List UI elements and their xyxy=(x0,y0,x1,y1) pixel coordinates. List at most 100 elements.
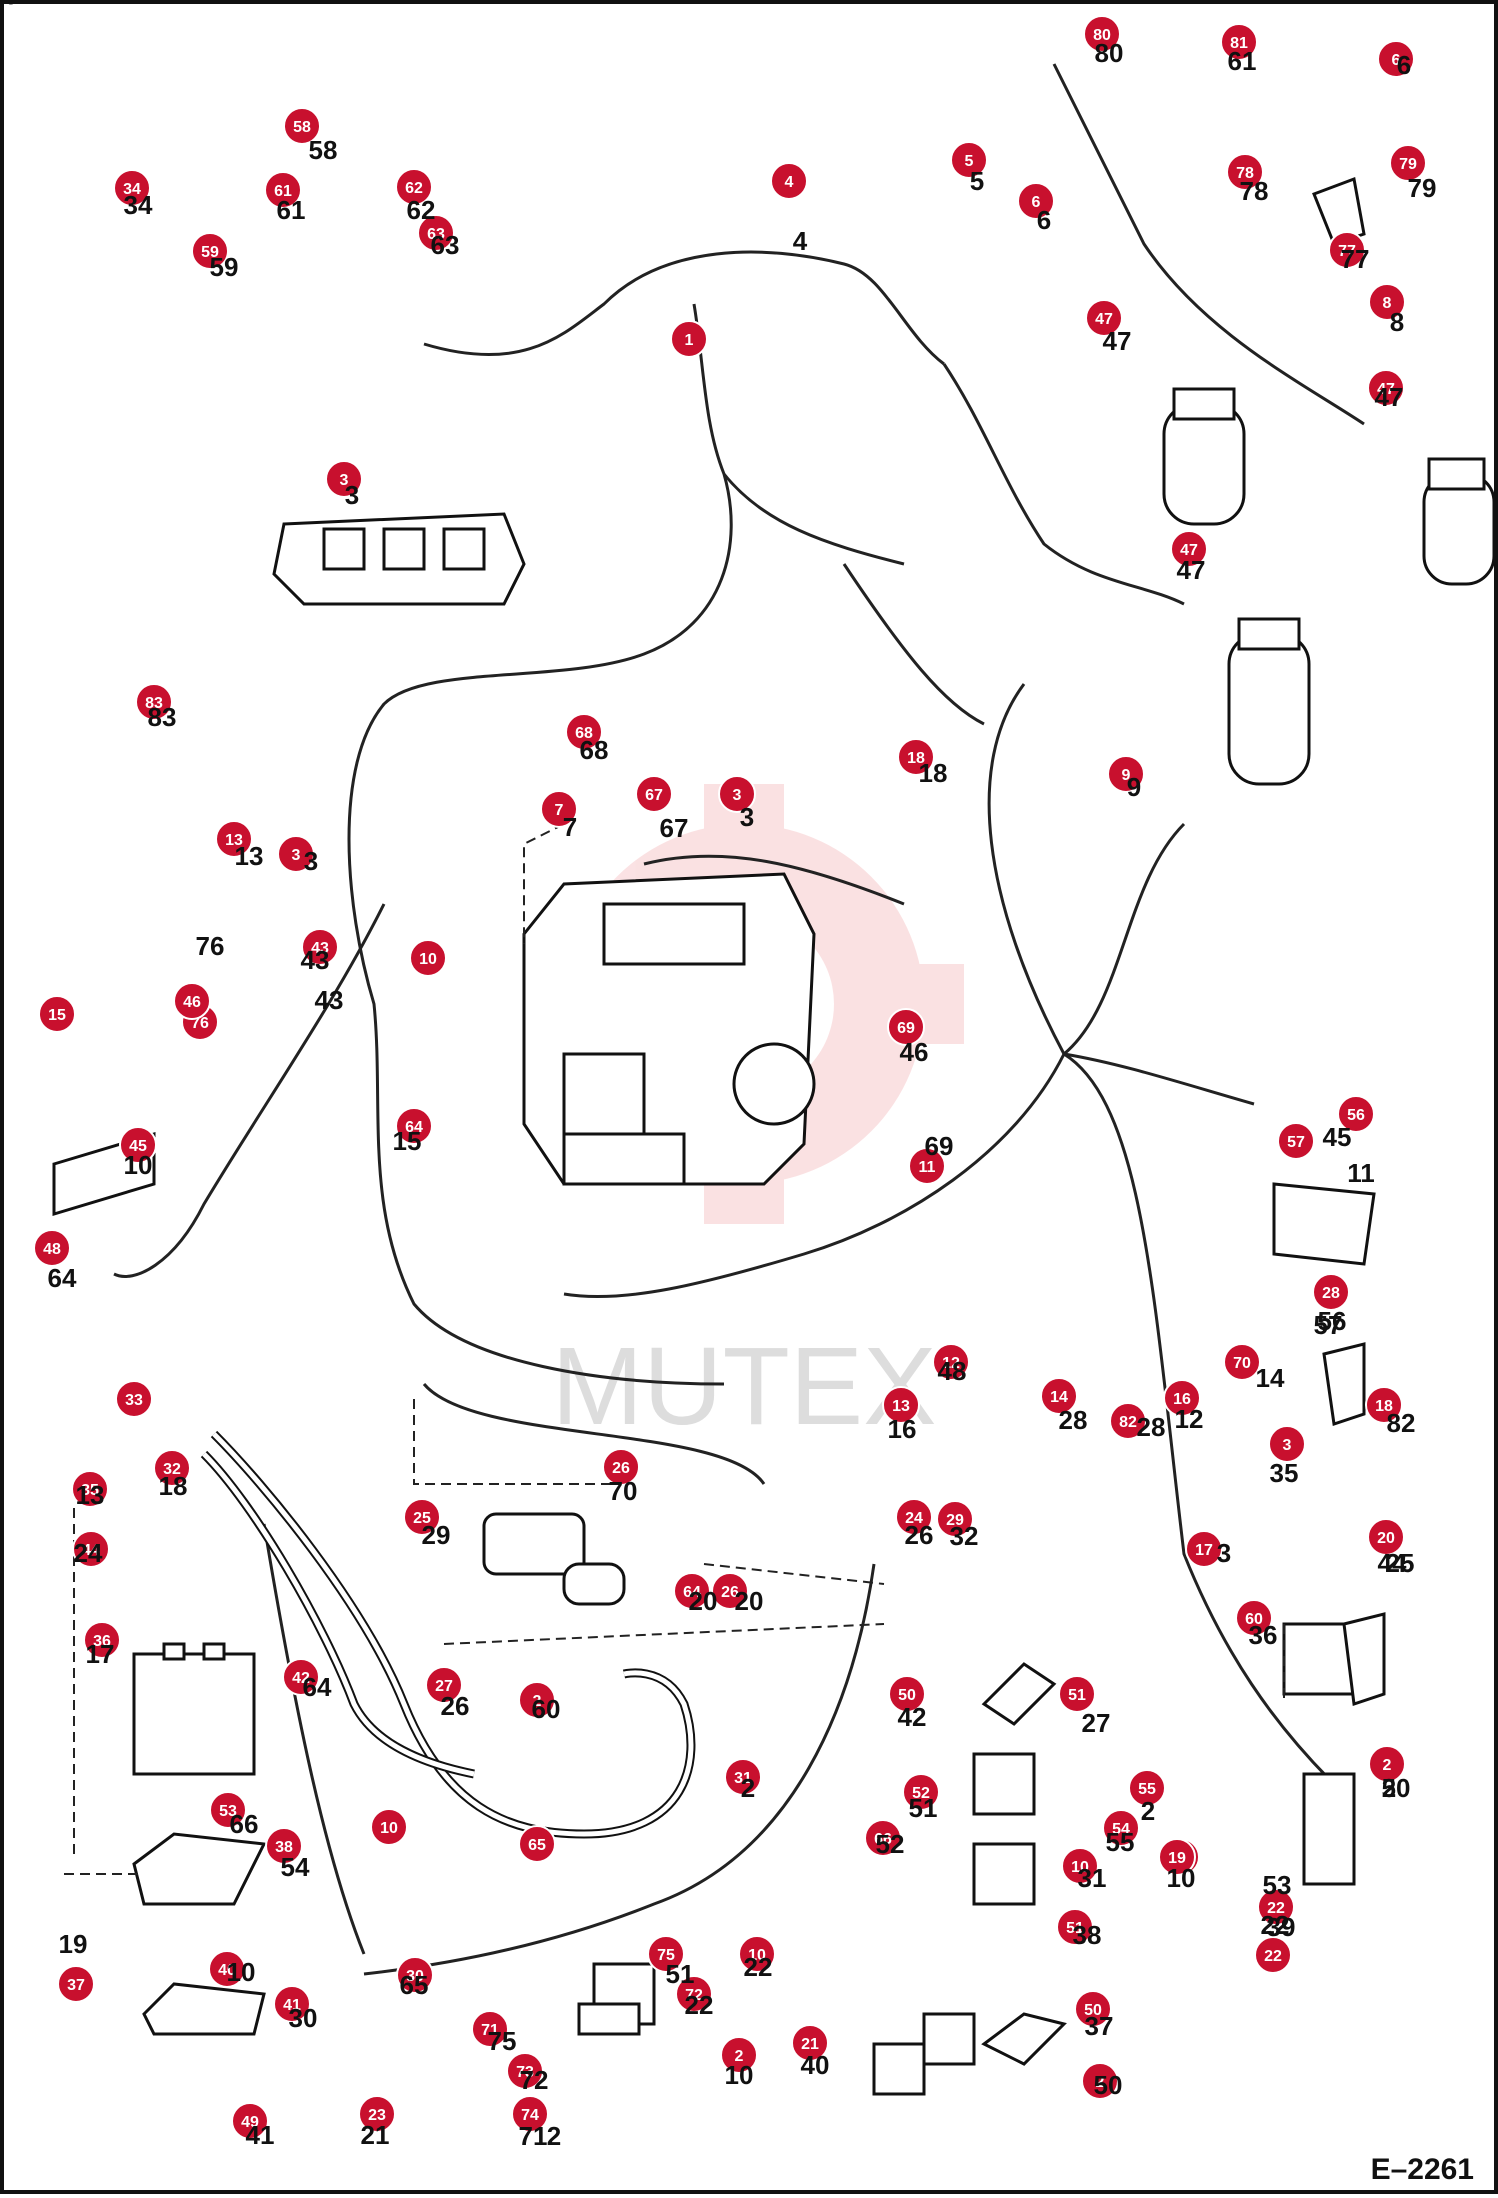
part-number-label: 61 xyxy=(1228,46,1257,76)
part-number-label: 47 xyxy=(1177,555,1206,585)
callout-circle xyxy=(395,168,433,206)
callout-number: 79 xyxy=(1399,156,1417,173)
callout-badge: 7 xyxy=(540,790,578,828)
callout-badge: 8 xyxy=(1368,283,1406,321)
callout-circle xyxy=(897,738,935,776)
callout-badge: 26 xyxy=(602,1448,640,1486)
callout-circle xyxy=(191,232,229,270)
part-number-label: 75 xyxy=(488,2026,517,2056)
callout-number: 29 xyxy=(946,1512,964,1529)
callout-badge: 63 xyxy=(417,214,455,252)
callout-badge: 71 xyxy=(471,2010,509,2048)
callout-number: 33 xyxy=(125,1392,143,1409)
callout-circle xyxy=(602,1448,640,1486)
callout-circle xyxy=(1185,1530,1223,1568)
callout-badge: 64 xyxy=(673,1572,711,1610)
callout-badge: 80 xyxy=(1083,15,1121,53)
part-number-label: 53 xyxy=(1263,1870,1292,1900)
callout-number: 62 xyxy=(405,180,423,197)
callout-badge: 3 xyxy=(1268,1425,1306,1463)
part-number-label: 17 xyxy=(86,1639,115,1669)
callout-badge: 28 xyxy=(1312,1273,1350,1311)
callout-circle xyxy=(71,1470,109,1508)
callout-circle xyxy=(1058,1675,1096,1713)
callout-number: 64 xyxy=(683,1584,701,1601)
callout-number: 5 xyxy=(965,153,974,170)
callout-badge: 55 xyxy=(1128,1769,1166,1807)
callout-number: 10 xyxy=(748,1947,766,1964)
callout-circle xyxy=(720,2036,758,2074)
part-number-label: 66 xyxy=(230,1809,259,1839)
callout-badge: 22 xyxy=(1254,1936,1292,1974)
callout-number: 66 xyxy=(874,1831,892,1848)
callout-circle xyxy=(1389,144,1427,182)
part-number-label: 2 xyxy=(1382,1773,1396,1803)
callout-circle xyxy=(358,2095,396,2133)
callout-number: 37 xyxy=(67,1977,85,1994)
callout-number: 7 xyxy=(555,802,564,819)
callout-badge: 2 xyxy=(720,2036,758,2074)
callout-number: 23 xyxy=(368,2107,386,2124)
callout-number: 22 xyxy=(1264,1948,1282,1965)
callout-badge: 5 xyxy=(950,141,988,179)
callout-badge: 10 xyxy=(738,1935,776,1973)
part-number-label: 73 xyxy=(4,4,18,10)
callout-circle xyxy=(208,1950,246,1988)
callout-circle xyxy=(673,1572,711,1610)
callout-number: 50 xyxy=(898,1687,916,1704)
callout-badge: 36 xyxy=(83,1621,121,1659)
callout-circle xyxy=(277,835,315,873)
callout-circle xyxy=(711,1572,749,1610)
callout-badge: 15 xyxy=(38,995,76,1033)
callout-number: 34 xyxy=(123,181,141,198)
part-number-label: 2 xyxy=(4,4,11,10)
callout-circle xyxy=(83,1621,121,1659)
part-number-label: 10 xyxy=(227,1957,256,1987)
callout-circle xyxy=(1277,1122,1315,1160)
part-number-label: 32 xyxy=(950,1521,979,1551)
callout-badge: 31 xyxy=(724,1758,762,1796)
callout-number: 49 xyxy=(241,2114,259,2131)
callout-circle xyxy=(301,928,339,966)
callout-circle xyxy=(864,1819,902,1857)
callout-badge: 27 xyxy=(425,1666,463,1704)
callout-circle xyxy=(115,1380,153,1418)
callout-badge: 29 xyxy=(936,1500,974,1538)
part-number-label: 3 xyxy=(1217,1538,1231,1568)
callout-badge: 6 xyxy=(1377,40,1415,78)
callout-circle xyxy=(1017,182,1055,220)
part-number-label: 58 xyxy=(309,135,338,165)
part-number-label: 10 xyxy=(124,1150,153,1180)
part-number-label: 55 xyxy=(1106,1827,1135,1857)
callout-circle xyxy=(902,1773,940,1811)
callout-badge: 49 xyxy=(231,2102,269,2140)
callout-number: 13 xyxy=(892,1398,910,1415)
callout-number: 72 xyxy=(685,1987,703,2004)
part-number-label: 51 xyxy=(909,1793,938,1823)
callout-circle xyxy=(72,1530,110,1568)
callout-number: 36 xyxy=(93,1633,111,1650)
callout-number: 11 xyxy=(919,1159,936,1176)
part-number-label: 44 xyxy=(1378,1548,1407,1578)
part-number-label: 27 xyxy=(1082,1708,1111,1738)
callout-badge: 4 xyxy=(770,162,808,200)
part-number-label: 70 xyxy=(609,1476,638,1506)
callout-number: 70 xyxy=(1233,1355,1251,1372)
callout-number: 3 xyxy=(1283,1437,1292,1454)
callout-number: 15 xyxy=(48,1007,66,1024)
part-number-label: 83 xyxy=(148,702,177,732)
callout-badge: 42 xyxy=(282,1658,320,1696)
part-number-label: 9 xyxy=(1127,772,1141,802)
callout-number: 80 xyxy=(1093,27,1111,44)
callout-badge: 14 xyxy=(1040,1377,1078,1415)
callout-badge: 61 xyxy=(264,171,302,209)
callout-circle xyxy=(325,460,363,498)
part-number-label: 2 xyxy=(1141,1796,1155,1826)
part-number-label: 76 xyxy=(196,931,225,961)
part-number-label: 59 xyxy=(210,252,239,282)
callout-number: 26 xyxy=(721,1584,739,1601)
part-number-label: 56 xyxy=(1318,1306,1347,1336)
part-number-label: 64 xyxy=(303,1672,332,1702)
